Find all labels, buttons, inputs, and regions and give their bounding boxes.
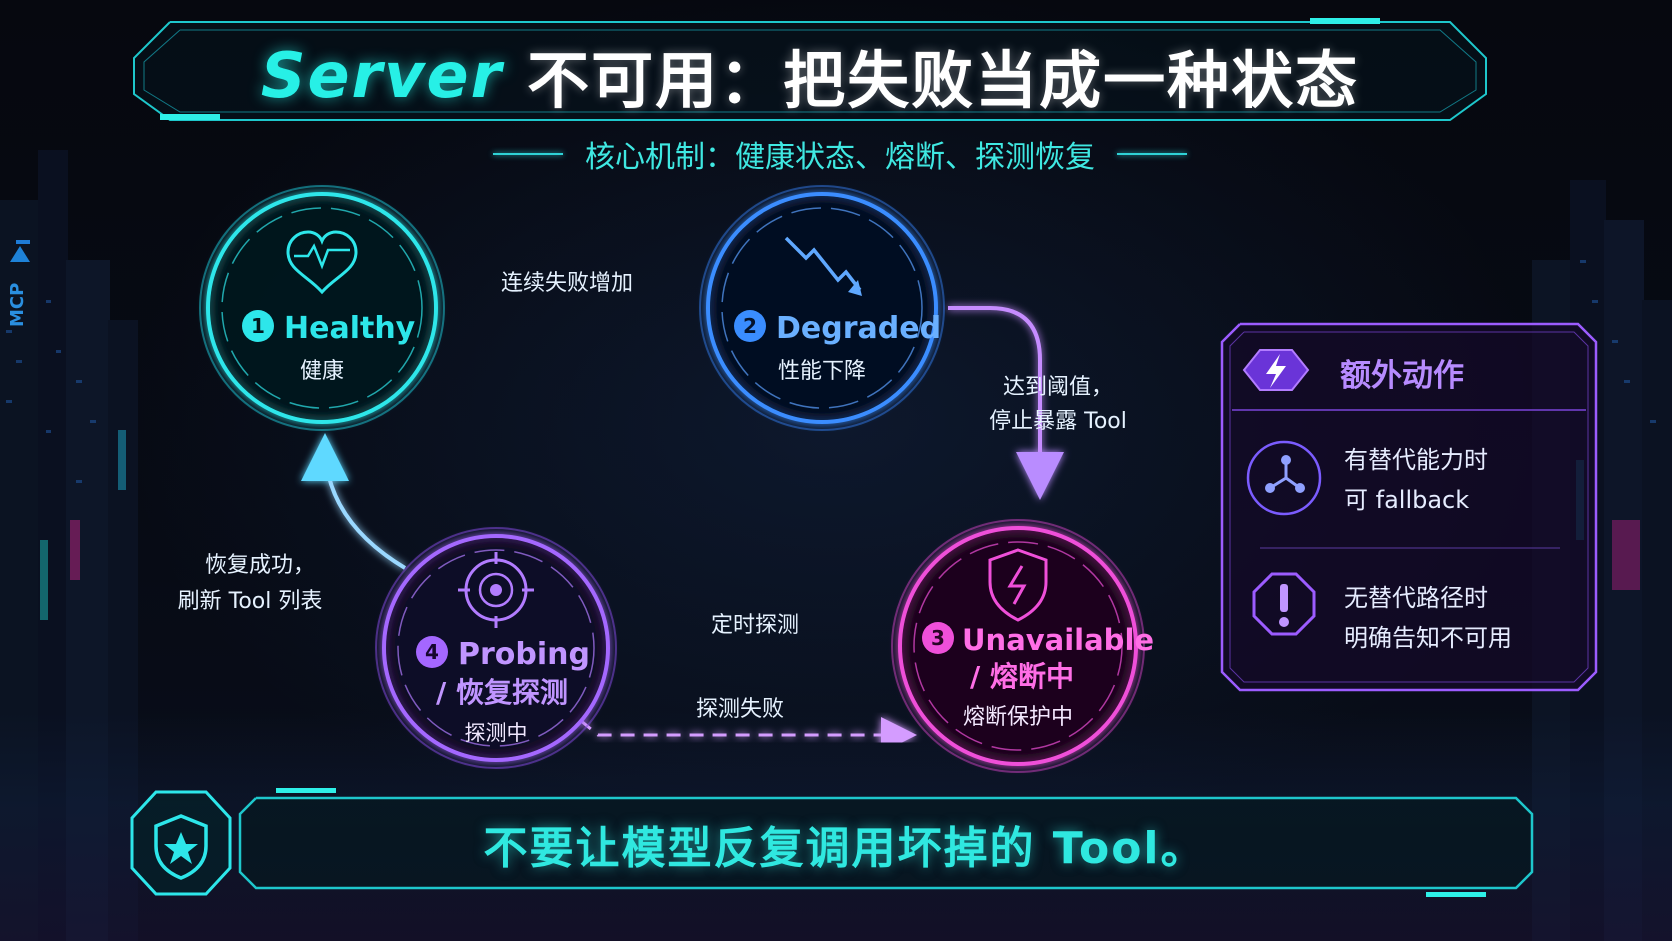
healthy-desc: 健康 <box>300 359 344 384</box>
subtitle-text: 核心机制：健康状态、熔断、探测恢复 <box>585 140 1095 175</box>
probing-name2: / 恢复探测 <box>436 676 568 709</box>
extra-item-unavailable: 无替代路径时 明确告知不可用 <box>1344 578 1584 658</box>
extra-item-fallback-line1: 有替代能力时 <box>1344 446 1488 474</box>
extra-item-unavailable-line2: 明确告知不可用 <box>1344 624 1512 652</box>
label-probing-to-unavailable: 探测失败 <box>696 697 784 722</box>
state-degraded: 2 Degraded 性能下降 <box>699 185 945 431</box>
target-icon <box>458 552 534 628</box>
unavailable-num: 3 <box>931 626 945 650</box>
probing-name: Probing <box>458 637 590 672</box>
subtitle-line-right <box>1117 153 1187 155</box>
state-healthy: 1 Healthy 健康 <box>199 185 445 431</box>
title-frame <box>133 18 1487 121</box>
probing-num-badge <box>416 636 448 668</box>
banner-text: 不要让模型反复调用坏掉的 Tool。 <box>483 823 1207 874</box>
subtitle-line-left <box>493 153 563 155</box>
degraded-num: 2 <box>743 314 757 338</box>
degraded-name: Degraded <box>776 311 941 346</box>
probing-num: 4 <box>425 640 439 664</box>
title-server: Server <box>260 38 504 112</box>
label-probing-to-healthy-2: 刷新 Tool 列表 <box>178 589 323 614</box>
arrow-probing-to-healthy <box>301 433 407 570</box>
heart-pulse-icon <box>286 230 358 295</box>
arrow-degraded-to-unavailable <box>948 306 1064 500</box>
bottom-banner <box>130 788 1534 897</box>
state-unavailable: 3 Unavailable / 熔断中 熔断保护中 <box>891 519 1154 773</box>
label-probing-to-healthy-1: 恢复成功， <box>205 553 315 578</box>
label-degraded-to-unavailable-1: 达到阈值， <box>1003 375 1113 400</box>
state-probing: 4 Probing / 恢复探测 探测中 <box>375 527 617 769</box>
extra-item-fallback: 有替代能力时 可 fallback <box>1344 440 1584 520</box>
label-unavailable-to-probing: 定时探测 <box>711 613 799 638</box>
unavailable-desc: 熔断保护中 <box>963 705 1073 730</box>
label-healthy-to-degraded: 连续失败增加 <box>501 271 633 296</box>
unavailable-name: Unavailable <box>962 623 1154 657</box>
lightning-icon <box>1242 349 1310 391</box>
alert-octagon-icon <box>1252 572 1316 636</box>
unavailable-num-badge <box>922 622 954 654</box>
unavailable-name2: / 熔断中 <box>970 660 1074 693</box>
extra-actions-title: 额外动作 <box>1340 357 1464 394</box>
degraded-desc: 性能下降 <box>778 359 866 384</box>
branch-fallback-icon <box>1246 440 1322 516</box>
city-skyline-left <box>0 150 138 941</box>
subtitle: 核心机制：健康状态、熔断、探测恢复 <box>420 130 1260 178</box>
shield-star-icon <box>130 790 232 896</box>
page-title: Server 不可用：把失败当成一种状态 <box>130 30 1490 120</box>
extra-item-fallback-line2: 可 fallback <box>1344 486 1470 514</box>
extra-item-unavailable-line1: 无替代路径时 <box>1344 584 1488 612</box>
shield-bolt-icon <box>988 548 1048 622</box>
healthy-num: 1 <box>251 314 265 338</box>
label-degraded-to-unavailable-2: 停止暴露 Tool <box>989 409 1127 434</box>
title-rest: 不可用：把失败当成一种状态 <box>527 44 1360 117</box>
healthy-num-badge <box>242 310 274 342</box>
healthy-name: Healthy <box>284 311 416 346</box>
degraded-num-badge <box>734 310 766 342</box>
trend-down-icon <box>784 236 862 296</box>
arrow-probing-to-unavailable <box>579 717 917 753</box>
probing-desc: 探测中 <box>465 721 528 745</box>
extra-actions-panel <box>1220 322 1598 692</box>
